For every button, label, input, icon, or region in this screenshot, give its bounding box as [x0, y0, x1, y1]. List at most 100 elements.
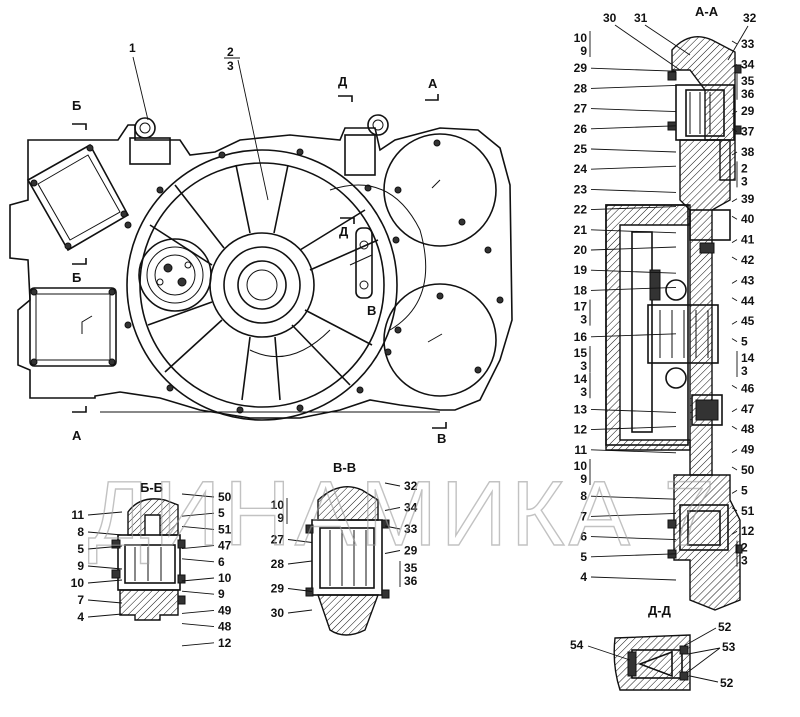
aa-callout-14-over-3: 14	[574, 372, 588, 386]
aa-callout-38: 38	[741, 145, 755, 159]
aa-callout-29: 29	[574, 61, 588, 75]
aa-callout-23: 23	[574, 182, 588, 196]
cut-mark-b-top: Б	[72, 98, 81, 113]
aa-leader-line	[731, 215, 738, 220]
aa-top-callouts: 30 31 32	[603, 11, 757, 71]
vv-callout-10-over-9: 10	[271, 498, 285, 512]
bb-leader-line	[181, 558, 215, 563]
aa-leader-line	[731, 449, 738, 453]
bb-leader-line	[87, 613, 123, 618]
bb-leader-line	[181, 577, 215, 582]
aa-leader-line	[590, 246, 677, 251]
vv-leader-line	[287, 539, 313, 543]
cut-mark-d-top: Д	[338, 74, 348, 89]
aa-callout-40: 40	[741, 212, 755, 226]
aa-leader-line	[731, 466, 738, 471]
aa-leader-line	[590, 536, 677, 541]
aa-callout-11: 11	[574, 443, 587, 457]
aa-callout-15-over-3: 15	[574, 346, 588, 360]
bb-leader-line	[87, 599, 123, 604]
aa-leader-line	[590, 576, 677, 581]
bb-leader-line	[87, 565, 123, 570]
section-bb-title: Б-Б	[140, 480, 163, 495]
aa-callout-5: 5	[741, 483, 748, 497]
cut-mark-d-mid: Д	[339, 224, 349, 239]
aa-left-callouts: 1092928272625242322212019181731615314313…	[574, 31, 677, 584]
aa-leader-line	[590, 449, 677, 454]
vv-callout-29: 29	[404, 544, 418, 558]
aa-leader-line	[731, 408, 738, 413]
bb-leader-line	[181, 623, 215, 628]
section-dd: Д-Д 54 52 53 52	[570, 603, 736, 691]
aa-callout-3-denom: 3	[580, 313, 587, 327]
aa-callout-21: 21	[574, 223, 588, 237]
dd-callout-53: 53	[722, 640, 736, 654]
aa-leader-line	[590, 108, 677, 113]
aa-callout-10-over-9: 10	[574, 459, 588, 473]
bb-leader-line	[181, 525, 215, 530]
aa-callout-45: 45	[741, 314, 755, 328]
vv-leader-line	[384, 525, 401, 530]
cut-mark-b-bottom: Б	[72, 270, 81, 285]
bb-callout-10: 10	[71, 576, 85, 590]
aa-leader-line	[590, 269, 677, 274]
bb-callout-5: 5	[77, 542, 84, 556]
aa-callout-42: 42	[741, 253, 755, 267]
bb-leader-line	[181, 493, 215, 498]
aa-callout-17-over-3: 17	[574, 300, 588, 314]
aa-callout-3-denom: 3	[741, 174, 748, 188]
aa-callout-13: 13	[574, 402, 588, 416]
aa-callout-12: 12	[574, 423, 588, 437]
aa-callout-32: 32	[743, 11, 757, 25]
aa-callout-22: 22	[574, 203, 588, 217]
aa-callout-47: 47	[741, 402, 755, 416]
aa-leader-line	[590, 206, 677, 211]
dd-callout-52b: 52	[720, 676, 734, 690]
aa-leader-line	[590, 426, 677, 431]
aa-callout-14-over-3: 14	[741, 351, 755, 365]
vv-leader-line	[384, 550, 401, 554]
aa-callout-29: 29	[741, 104, 755, 118]
aa-callout-9-denom: 9	[580, 44, 587, 58]
aa-callout-46: 46	[741, 381, 755, 395]
vv-callout-36-denom: 36	[404, 574, 418, 588]
vv-callout-35-over-36: 35	[404, 561, 418, 575]
cut-mark-v-bottom: В	[437, 431, 446, 446]
bb-callout-12: 12	[218, 636, 232, 650]
aa-callout-28: 28	[574, 81, 588, 95]
aa-callout-43: 43	[741, 273, 755, 287]
bb-callout-51: 51	[218, 522, 232, 536]
aa-callout-19: 19	[574, 263, 588, 277]
aa-callout-27: 27	[574, 102, 588, 116]
aa-leader-line	[590, 408, 677, 413]
aa-leader-line	[590, 188, 677, 193]
aa-callout-44: 44	[741, 294, 755, 308]
vv-callout-30: 30	[271, 606, 285, 620]
section-aa: А-А	[605, 4, 743, 611]
aa-callout-37: 37	[741, 125, 755, 139]
aa-leader-line	[590, 229, 677, 234]
aa-callout-34: 34	[741, 57, 755, 71]
cut-mark-a-right: А	[428, 76, 438, 91]
bb-callout-5: 5	[218, 506, 225, 520]
bb-callout-10: 10	[218, 571, 232, 585]
aa-callout-39: 39	[741, 192, 755, 206]
main-callouts: 1 2 3	[129, 41, 269, 201]
aa-callout-26: 26	[574, 122, 588, 136]
aa-leader-line	[731, 530, 738, 535]
aa-callout-2-over-3: 2	[741, 161, 748, 175]
aa-callout-25: 25	[574, 142, 588, 156]
bb-callout-47: 47	[218, 539, 232, 553]
aa-leader-line	[731, 280, 738, 284]
aa-callout-50: 50	[741, 463, 755, 477]
aa-callout-51: 51	[741, 504, 755, 518]
vv-callout-34: 34	[404, 501, 418, 515]
bb-leader-line	[87, 545, 123, 550]
aa-leader-line	[590, 67, 677, 72]
aa-callout-7: 7	[580, 509, 587, 523]
bb-callout-9: 9	[77, 559, 84, 573]
dd-callout-52a: 52	[718, 620, 732, 634]
aa-leader-line	[731, 490, 738, 494]
